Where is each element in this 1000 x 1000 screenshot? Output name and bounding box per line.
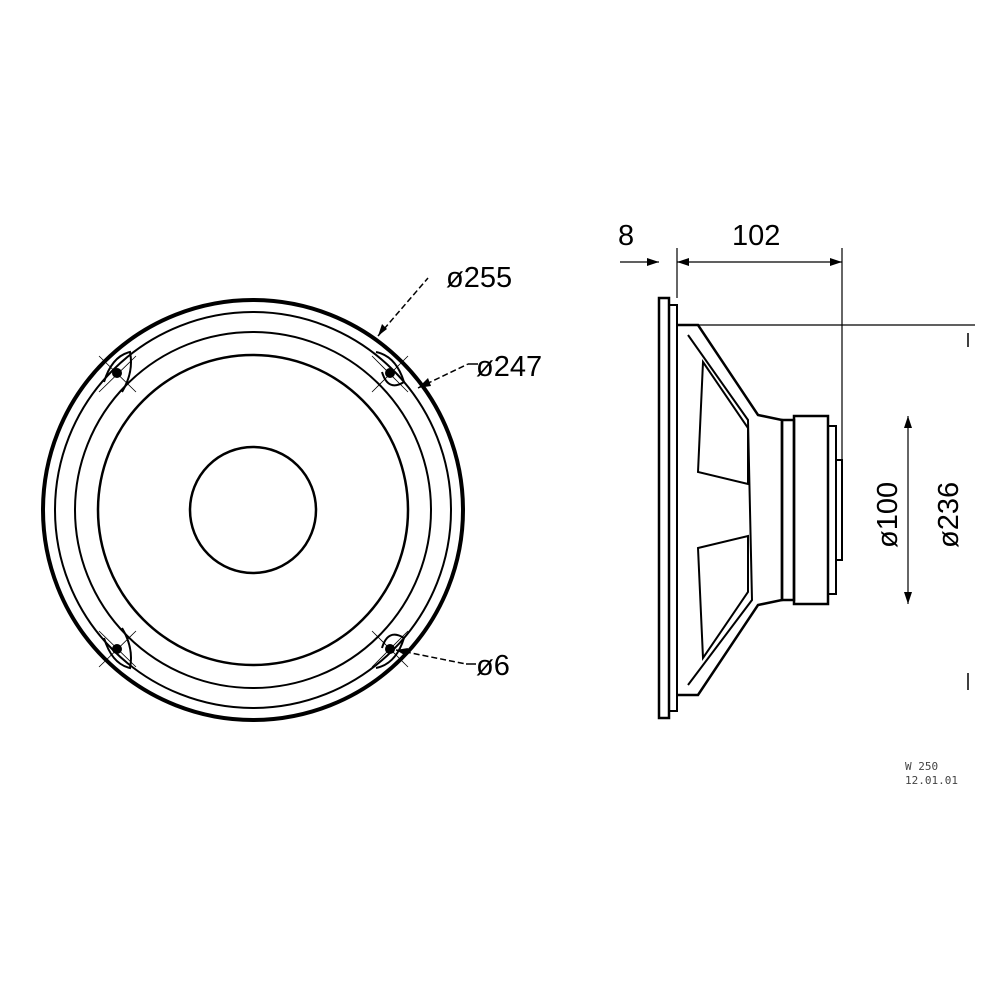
basket-rib-top: [696, 358, 749, 486]
mounting-hole-bottom-left: [98, 627, 137, 670]
magnet-diameter-label: ø100: [872, 482, 904, 548]
hole-circle-label: ø247: [476, 351, 542, 383]
cutout-diameter-label: ø236: [933, 482, 965, 548]
front-view: ø255 ø247 ø6: [41, 262, 542, 722]
magnet: [792, 414, 830, 606]
surround-outer: [74, 331, 432, 689]
surround-inner: [96, 353, 410, 667]
magnet-plate-front: [780, 418, 796, 602]
pole-piece: [835, 459, 843, 561]
mounting-hole-bottom-right: [371, 630, 409, 669]
leader-hole: [395, 649, 467, 665]
leader-outer-diameter: [377, 277, 429, 337]
flange-thickness-label: 8: [618, 220, 634, 252]
frame-outer-edge: [41, 298, 465, 722]
depth-label: 102: [732, 220, 780, 252]
hole-label: ø6: [476, 650, 510, 682]
basket-rib-bottom: [696, 534, 749, 662]
mounting-hole-top-right: [371, 351, 409, 393]
drawing-id-line2: 12.01.01: [905, 774, 958, 787]
drawing-id-line1: W 250: [905, 760, 938, 773]
outer-diameter-label: ø255: [446, 262, 512, 294]
mounting-hole-top-left: [98, 350, 137, 393]
flange: [657, 296, 671, 720]
side-view: 8 102 ø100 ø236: [618, 220, 975, 720]
dust-cap: [188, 445, 318, 575]
frame-inner-edge: [54, 311, 452, 709]
basket: [677, 323, 784, 697]
